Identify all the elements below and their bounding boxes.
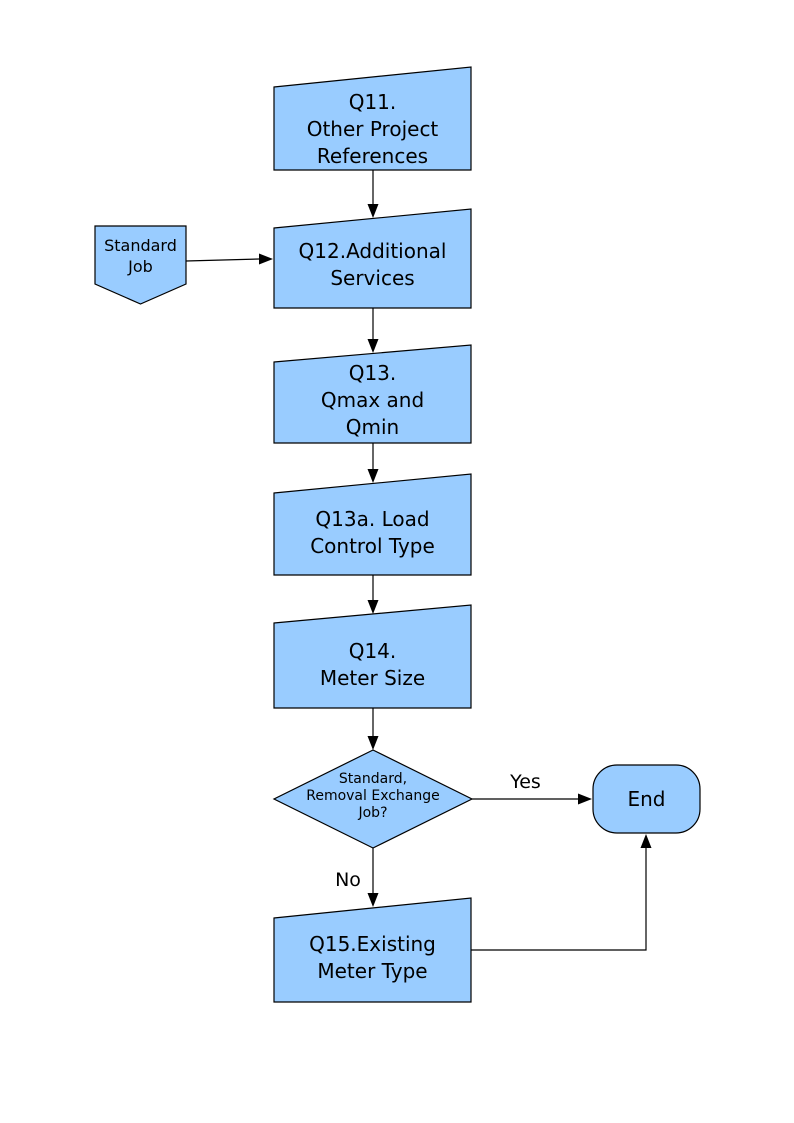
arrowhead-down-icon <box>367 469 379 483</box>
arrowhead-right-icon <box>578 793 592 805</box>
arrowhead-down-icon <box>367 893 379 907</box>
node-q14-label: Q14. Meter Size <box>319 639 426 690</box>
node-end-shape <box>592 764 701 834</box>
node-q15-label: Q15.Existing Meter Type <box>309 932 436 983</box>
node-q13-label: Q13. Qmax and Qmin <box>320 361 425 439</box>
node-standard-job-label: Standard Job <box>104 236 177 276</box>
node-standard-job-shape <box>94 225 187 305</box>
node-decision-shape <box>272 749 474 849</box>
node-q14-shape <box>273 604 472 709</box>
arrowhead-down-icon <box>367 736 379 750</box>
arrowhead-right-icon <box>259 253 273 265</box>
node-q13a-label: Q13a. Load Control Type <box>310 507 435 558</box>
arrowhead-down-icon <box>367 600 379 614</box>
node-q11-label: Q11. Other Project References <box>306 90 439 168</box>
node-q11-shape <box>273 66 472 171</box>
node-decision-label: Standard, Removal Exchange Job? <box>306 771 440 821</box>
arrowhead-up-icon <box>640 834 652 848</box>
node-q15-shape <box>273 897 472 1003</box>
node-q13a-shape <box>273 473 472 576</box>
node-q13-shape <box>273 344 472 444</box>
edge-label-no: No <box>335 869 361 891</box>
arrowhead-down-icon <box>367 339 379 353</box>
connector-q15-end <box>471 848 647 951</box>
connector-standardjob-q12 <box>185 258 260 262</box>
node-q12-label: Q12.Additional Services <box>298 239 447 290</box>
edge-label-yes: Yes <box>510 771 541 793</box>
node-q12-shape <box>273 208 472 309</box>
arrowhead-down-icon <box>367 204 379 218</box>
node-end-label: End <box>627 787 666 811</box>
